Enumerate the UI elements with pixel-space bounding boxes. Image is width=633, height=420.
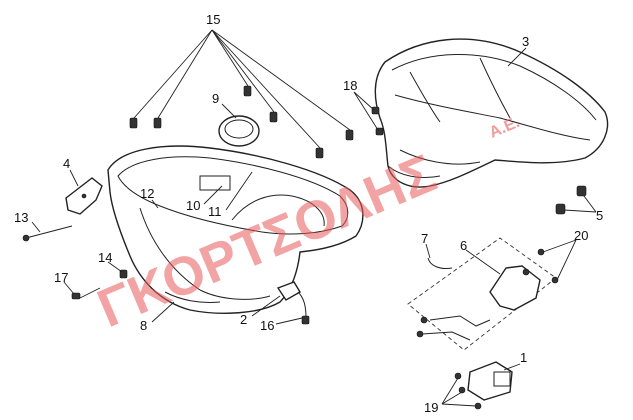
latch-assembly xyxy=(407,237,557,351)
callout-labels: 15 3 9 18 4 12 10 11 13 5 7 6 20 14 17 2… xyxy=(14,12,603,415)
callout-18: 18 xyxy=(343,78,357,93)
callout-17: 17 xyxy=(54,270,68,285)
helmet-box-part xyxy=(107,145,364,314)
box-screws xyxy=(129,85,354,159)
callout-6: 6 xyxy=(460,238,467,253)
callout-16: 16 xyxy=(260,318,274,333)
callout-11: 11 xyxy=(208,204,222,219)
cable-part xyxy=(427,257,453,269)
lamp-part xyxy=(276,281,310,325)
seat-part xyxy=(374,38,609,188)
callout-3: 3 xyxy=(522,34,529,49)
callout-12: 12 xyxy=(140,186,154,201)
callout-4: 4 xyxy=(63,156,70,171)
callout-8: 8 xyxy=(140,318,147,333)
actuator-part xyxy=(454,361,513,410)
callout-1: 1 xyxy=(520,350,527,365)
callout-2: 2 xyxy=(240,312,247,327)
callout-15: 15 xyxy=(206,12,220,27)
callout-7: 7 xyxy=(421,231,428,246)
bracket-part xyxy=(65,177,103,215)
leader-lines xyxy=(31,29,597,407)
callout-13: 13 xyxy=(14,210,28,225)
latch-screws xyxy=(537,248,559,284)
callout-20: 20 xyxy=(574,228,588,243)
callout-5: 5 xyxy=(596,208,603,223)
callout-10: 10 xyxy=(186,198,200,213)
callout-9: 9 xyxy=(212,91,219,106)
cap-part xyxy=(218,115,260,147)
callout-14: 14 xyxy=(98,250,112,265)
seat-bolts xyxy=(555,185,587,215)
callout-19: 19 xyxy=(424,400,438,415)
long-bolt-part xyxy=(22,225,73,242)
